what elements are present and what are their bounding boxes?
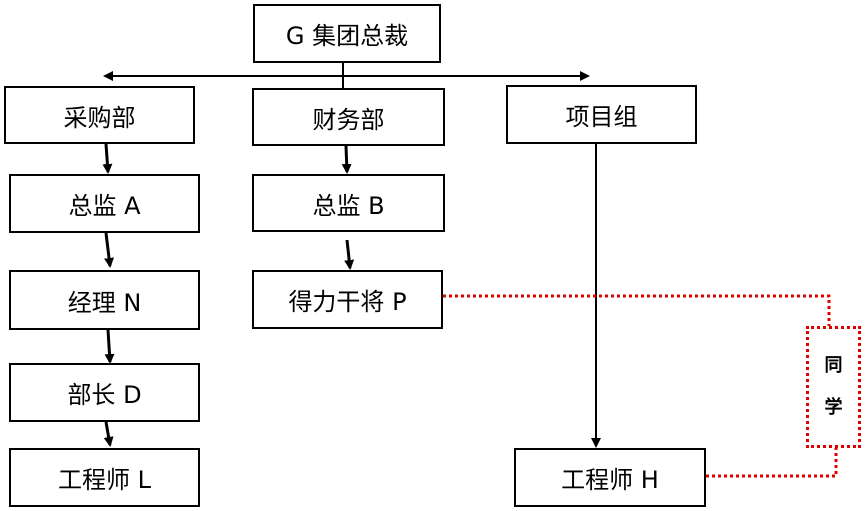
relation-label-char-1: 同 [824, 355, 843, 376]
relation-label-char-2: 学 [824, 397, 843, 418]
node-finance-label: 财务部 [312, 105, 385, 134]
node-procurement: 采购部 [4, 86, 195, 144]
node-project: 项目组 [506, 85, 697, 144]
node-director-b: 总监 B [252, 174, 445, 232]
node-ceo: G 集团总裁 [253, 4, 441, 63]
node-manager-n: 经理 N [9, 270, 200, 330]
arrow-head-d-to-engineer-l [103, 421, 114, 447]
relation-line-p [443, 294, 831, 326]
node-capable-p: 得力干将 P [252, 270, 443, 329]
arrow-director-b-to-capable-p [344, 239, 355, 270]
node-ceo-label: G 集团总裁 [285, 22, 409, 50]
node-finance: 财务部 [252, 88, 445, 146]
node-director-a: 总监 A [9, 174, 200, 233]
node-project-label: 项目组 [565, 103, 638, 131]
node-engineer-l-label: 工程师 L [58, 466, 151, 494]
relation-classmate-label: 同 学 [806, 326, 861, 448]
relation-line-h [706, 448, 838, 478]
node-director-b-label: 总监 B [312, 191, 385, 220]
arrow-procurement-to-director-a [102, 143, 113, 174]
node-engineer-h-label: 工程师 H [561, 466, 659, 494]
arrow-director-a-to-manager-n [104, 232, 115, 268]
arrow-manager-n-to-head-d [104, 329, 115, 364]
node-engineer-h: 工程师 H [514, 448, 706, 507]
node-capable-p-label: 得力干将 P [288, 288, 407, 316]
node-head-d-label: 部长 D [67, 381, 142, 409]
node-manager-n-label: 经理 N [67, 288, 142, 317]
node-engineer-l: 工程师 L [9, 448, 200, 507]
arrow-finance-to-director-b [341, 145, 352, 174]
node-head-d: 部长 D [9, 363, 200, 422]
node-director-a-label: 总监 A [68, 192, 141, 220]
node-procurement-label: 采购部 [63, 103, 136, 132]
